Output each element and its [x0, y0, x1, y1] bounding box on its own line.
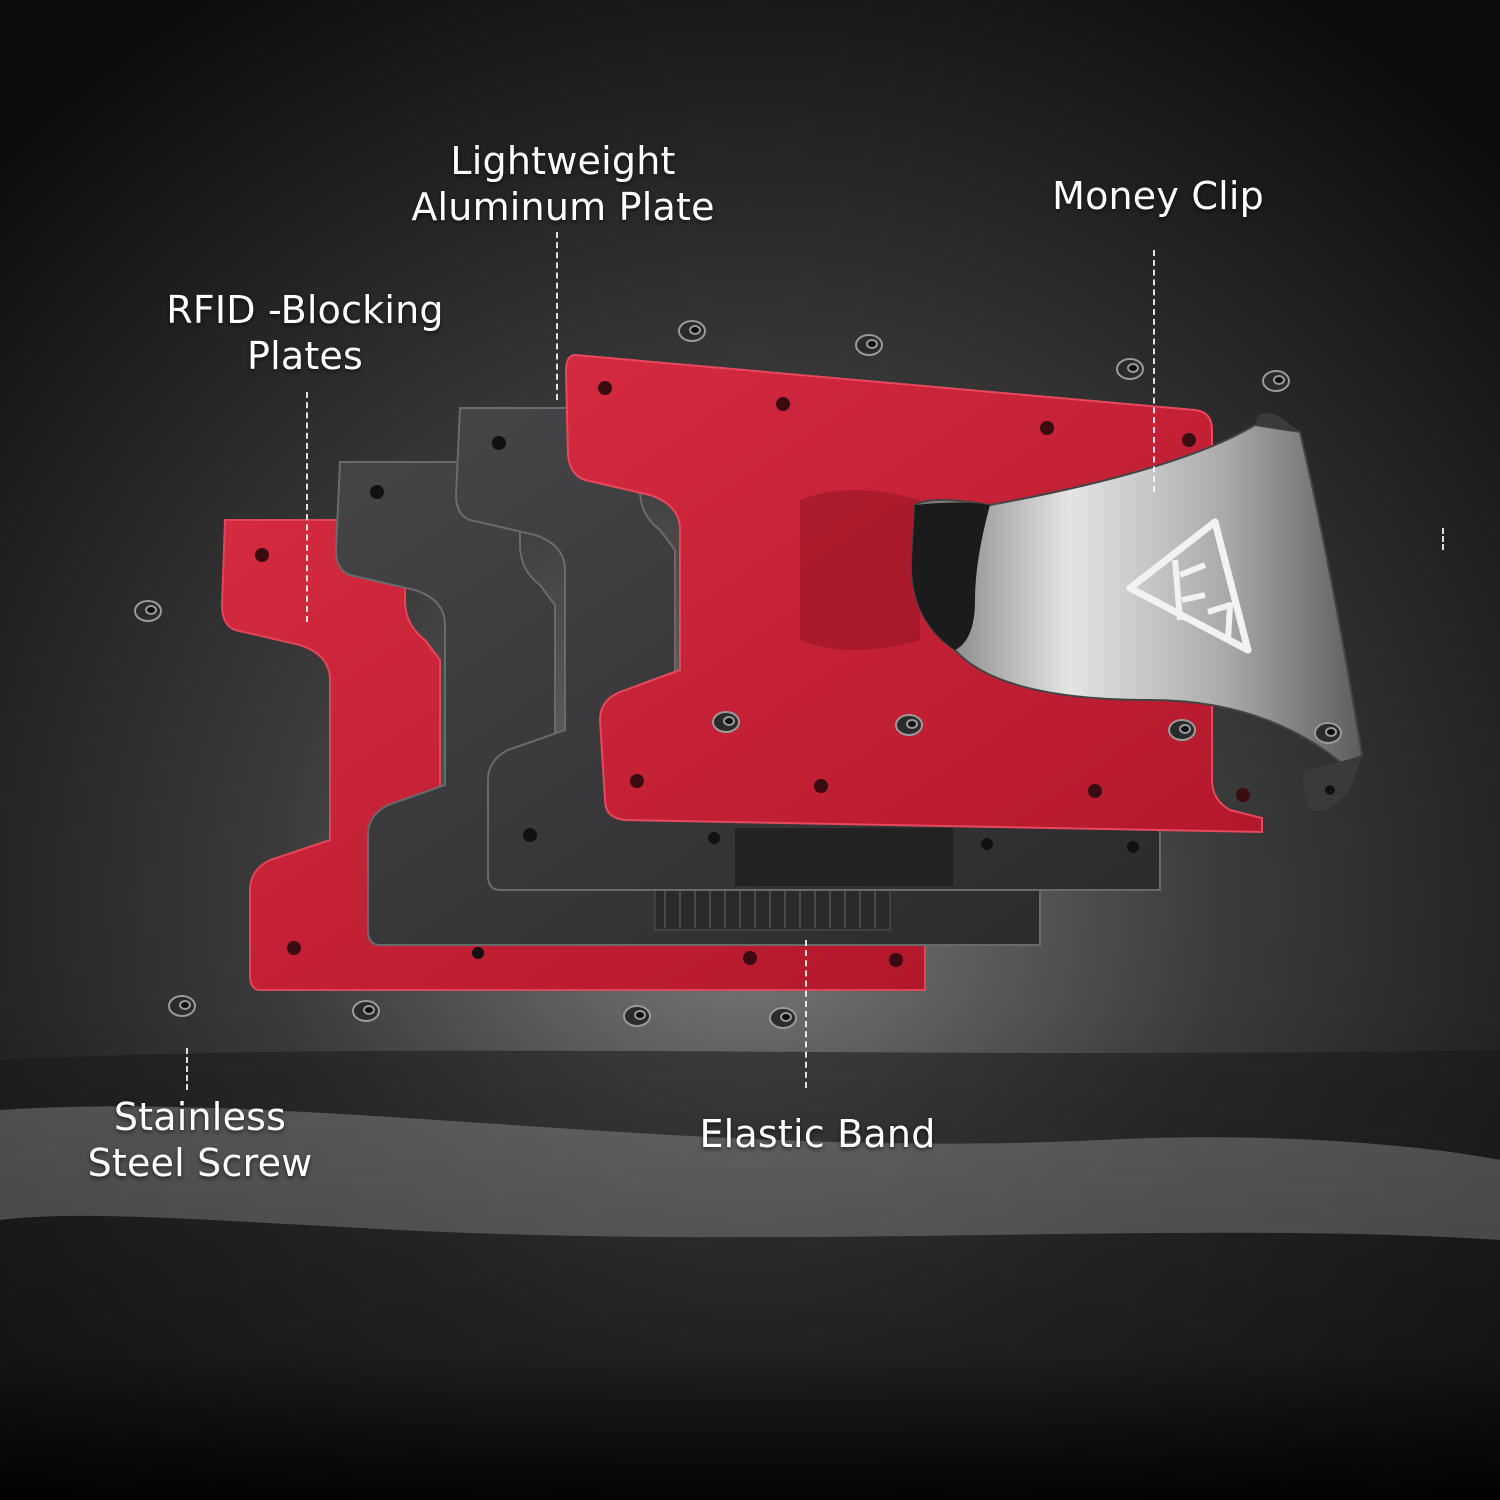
screw-icon — [1116, 358, 1144, 380]
plate-hole — [814, 779, 828, 793]
screw-icon — [769, 1007, 797, 1029]
plate-hole — [889, 953, 903, 967]
leader-line-edge — [1442, 528, 1444, 550]
screw-icon — [134, 600, 162, 622]
money-clip-tab-top — [1255, 413, 1300, 432]
plate-hole — [1040, 421, 1054, 435]
band-slot — [735, 828, 953, 886]
label-elastic-band: Elastic Band — [680, 1111, 955, 1157]
money-clip-tab-bottom — [1303, 755, 1362, 811]
screw-icon — [678, 320, 706, 342]
label-aluminum-plate: Lightweight Aluminum Plate — [393, 138, 733, 230]
plate-hole — [492, 436, 506, 450]
label-screw-line2: Steel Screw — [87, 1141, 313, 1185]
plate-hole — [708, 832, 720, 844]
label-aluminum-line2: Aluminum Plate — [411, 185, 715, 229]
plate-hole — [287, 941, 301, 955]
money-clip-fold — [911, 502, 990, 650]
screw-icon — [1314, 722, 1342, 744]
plate-hole — [981, 838, 993, 850]
plate-hole — [598, 381, 612, 395]
screw-icon — [168, 995, 196, 1017]
floor-shadow — [0, 1000, 1500, 1500]
label-aluminum-line1: Lightweight — [450, 139, 676, 183]
leader-line-rfid — [306, 392, 308, 622]
plate-hole — [1182, 433, 1196, 447]
aluminum-plate-red-front — [564, 353, 1263, 834]
leader-line-band — [805, 940, 807, 1088]
screw-icon — [1168, 719, 1196, 741]
money-clip — [910, 423, 1364, 772]
label-rfid-line2: Plates — [246, 334, 364, 378]
leader-line-aluminum — [556, 232, 558, 400]
label-rfid-plates: RFID -Blocking Plates — [150, 287, 460, 379]
plate-hole — [523, 828, 537, 842]
plate-hole — [1236, 788, 1250, 802]
fr-triangle-logo-icon — [1126, 518, 1252, 654]
plate-hole — [370, 485, 384, 499]
elastic-band — [654, 884, 891, 931]
screw-icon — [1262, 370, 1290, 392]
plate-hole — [743, 951, 757, 965]
label-screw-line1: Stainless — [113, 1095, 287, 1139]
label-rfid-line1: RFID -Blocking — [166, 288, 444, 332]
plate-hole — [630, 774, 644, 788]
label-band-line1: Elastic Band — [699, 1112, 936, 1156]
plate-hole — [1325, 785, 1335, 795]
label-money-clip: Money Clip — [1028, 173, 1288, 219]
screw-icon — [855, 334, 883, 356]
plate-shadow — [800, 490, 920, 650]
plate-hole — [255, 548, 269, 562]
plate-hole — [776, 397, 790, 411]
screw-icon — [352, 1000, 380, 1022]
screw-icon — [712, 711, 740, 733]
plate-hole — [1127, 841, 1139, 853]
plate-hole — [1088, 784, 1102, 798]
leader-line-money-clip — [1153, 250, 1155, 492]
screw-icon — [623, 1005, 651, 1027]
leader-line-screw — [186, 1048, 188, 1090]
elastic-band-weave — [664, 888, 876, 928]
plate-hole — [472, 947, 484, 959]
label-stainless-screw: Stainless Steel Screw — [60, 1094, 340, 1186]
label-money-clip-line1: Money Clip — [1052, 174, 1264, 218]
screw-icon — [895, 714, 923, 736]
